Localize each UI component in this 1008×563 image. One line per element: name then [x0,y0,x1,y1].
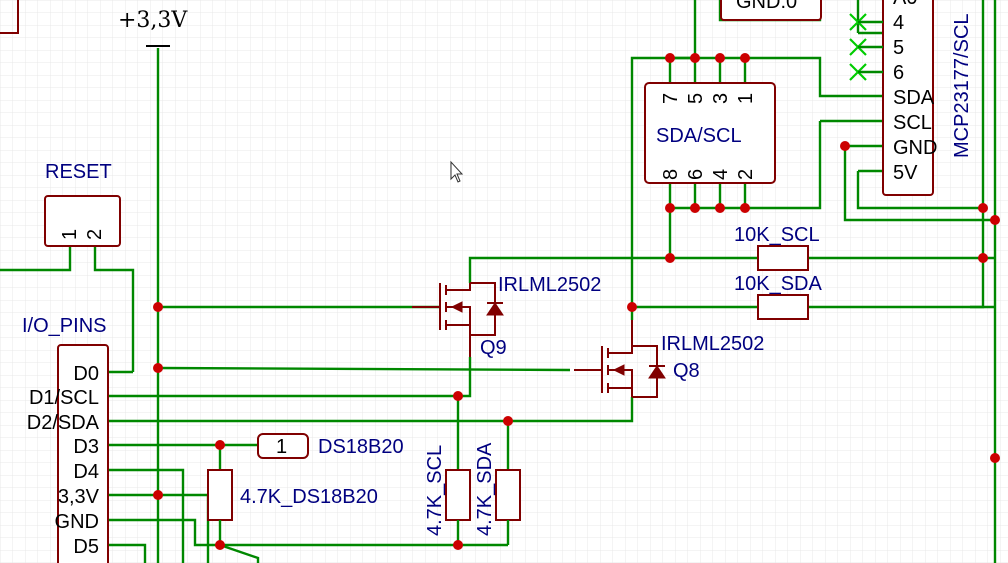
io-pin-label: D0 [73,363,99,385]
power-label: +3,3V [118,8,188,33]
r47-sda-label: 4.7K_SDA [474,442,496,536]
gnd-box-label: GND.0 [736,0,797,13]
gnd-box: GND.0 [720,0,822,21]
resistor-4k7-ds18b20: 4.7K_DS18B20 [207,469,378,545]
mcp-pin-label: SCL [893,112,932,134]
sdascl-bottom-pin: 6 [685,169,707,180]
sdascl-top-pin: 3 [710,93,732,104]
mcp-label: MCP23177/SCL [951,13,973,158]
q8-value: IRLML2502 [661,333,764,355]
resistor-10k-scl: 10K_SCL [734,224,820,271]
reset-pin1: 1 [59,229,81,240]
r47-scl-label: 4.7K_SCL [424,445,446,536]
sdascl-label: SDA/SCL [656,125,742,147]
mcp-pin-label: 5 [893,37,904,59]
mcp-pin-label: SDA [893,87,935,109]
power-symbol-3v3: +3,3V [118,8,188,47]
sdascl-bottom-pin: 8 [660,169,682,180]
ds18b20-connector: 1 DS18B20 [257,433,404,459]
resistor-4k7-sda: 4.7K_SDA [474,442,521,545]
io-pin-label: D5 [73,536,99,558]
io-pin-label: 3,3V [58,486,100,508]
reset-connector: RESET 1 2 [44,161,121,247]
sdascl-top-pin: 7 [660,93,682,104]
reset-label: RESET [45,161,112,183]
io-pin-label: GND [55,511,99,533]
resistor-4k7-scl: 4.7K_SCL [424,445,471,545]
io-pin-label: D1/SCL [29,387,99,409]
mcp-pin-label: 4 [893,12,904,34]
mcp-pin-label: 6 [893,62,904,84]
io-pins-label: I/O_PINS [22,315,106,337]
sdascl-top-pin: 1 [735,93,757,104]
q9-value: IRLML2502 [498,274,601,296]
sdascl-bottom-pin: 2 [735,169,757,180]
io-pin-label: D3 [73,436,99,458]
sdascl-top-pin: 5 [685,93,707,104]
resistor-10k-sda: 10K_SDA [734,273,822,320]
junctions [153,53,1000,550]
reset-pin2: 2 [84,229,106,240]
mosfet-q9: IRLML2502 Q8 Q9 [412,274,601,359]
offscreen-part-fragment [0,0,19,34]
mcp-pin-label: A0 [893,0,917,9]
io-pin-label: D4 [73,461,99,483]
ds18b20-pin: 1 [276,436,287,458]
r10k-sda-label: 10K_SDA [734,273,822,295]
q8-ref: Q8 [673,360,700,382]
mcp-pin-label: 5V [893,162,918,184]
r10k-scl-label: 10K_SCL [734,224,820,246]
mcp-pin-label: GND [893,137,937,159]
sdascl-bottom-pin: 4 [710,169,732,180]
mouse-cursor-icon [450,160,464,183]
io-pin-label: D2/SDA [27,412,100,434]
q9-ref-label: Q9 [480,337,507,359]
r47-ds-label: 4.7K_DS18B20 [240,486,378,508]
mosfet-q8: IRLML2502 Q8 [574,320,764,398]
ds18b20-label: DS18B20 [318,436,404,458]
